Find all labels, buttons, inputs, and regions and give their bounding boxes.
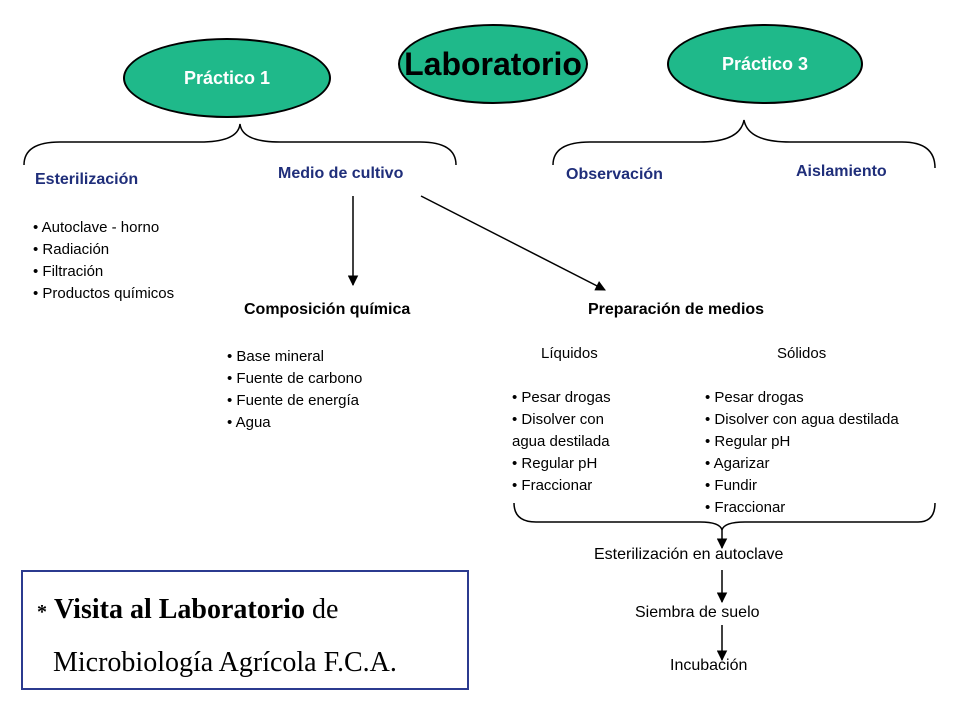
brace-practico-3: [552, 119, 936, 169]
list-item: Agua: [227, 412, 362, 434]
visit-note-star: *: [37, 601, 47, 623]
branch-aislamiento: Aislamiento: [796, 163, 887, 180]
visit-note-box: * Visita al Laboratorio de Microbiología…: [21, 570, 469, 690]
list-item: Fraccionar: [705, 497, 899, 519]
list-item: Fuente de carbono: [227, 368, 362, 390]
flow-esterilizacion-autoclave: Esterilización en autoclave: [594, 546, 784, 563]
heading-solidos: Sólidos: [777, 345, 827, 362]
list-item: Autoclave - horno: [33, 217, 174, 239]
flow-siembra-suelo: Siembra de suelo: [635, 604, 760, 621]
heading-liquidos: Líquidos: [541, 345, 598, 362]
visit-note-line-1: * Visita al Laboratorio de: [37, 594, 338, 626]
list-item: Disolver con: [512, 409, 611, 431]
node-laboratorio: Laboratorio: [398, 24, 588, 104]
list-item: Regular pH: [512, 453, 611, 475]
visit-note-line-2: Microbiología Agrícola F.C.A.: [53, 647, 397, 678]
list-item: Disolver con agua destilada: [705, 409, 898, 431]
list-item: Fuente de energía: [227, 390, 362, 412]
node-practico-1: Práctico 1: [123, 38, 331, 118]
list-item: Regular pH: [705, 431, 899, 453]
flow-incubacion: Incubación: [670, 657, 748, 674]
list-item: Radiación: [33, 239, 174, 261]
list-item: Pesar drogas: [705, 387, 899, 409]
branch-observacion: Observación: [566, 166, 663, 183]
list-item: Filtración: [33, 261, 174, 283]
heading-composicion: Composición química: [244, 301, 411, 318]
list-item-continuation: agua destilada: [512, 433, 610, 450]
node-laboratorio-label: Laboratorio: [404, 45, 582, 82]
list-item: Fraccionar: [512, 475, 611, 497]
branch-esterilizacion: Esterilización: [35, 171, 139, 188]
list-item: Base mineral: [227, 346, 362, 368]
list-item: Pesar drogas: [512, 387, 610, 409]
arrow-medio-preparacion: [420, 195, 606, 291]
list-item: Fundir: [705, 475, 899, 497]
list-esterilizacion: Autoclave - horno Radiación Filtración P…: [33, 217, 175, 305]
node-practico-1-label: Práctico 1: [183, 67, 271, 88]
node-practico-3-label: Práctico 3: [721, 53, 809, 74]
branch-medio-cultivo: Medio de cultivo: [278, 165, 404, 182]
list-item: Productos químicos: [33, 283, 174, 305]
list-solidos: Pesar drogas Disolver con agua destilada…: [705, 387, 899, 519]
heading-preparacion: Preparación de medios: [588, 301, 765, 318]
list-liquidos: Pesar drogas Disolver con agua destilada…: [512, 387, 611, 497]
list-composicion: Base mineral Fuente de carbono Fuente de…: [227, 346, 363, 434]
brace-practico-1: [23, 123, 457, 166]
list-item: Agarizar: [705, 453, 899, 475]
node-practico-3: Práctico 3: [667, 24, 863, 104]
visit-note-bold: Visita al Laboratorio: [54, 594, 305, 625]
visit-note-rest: de: [311, 594, 339, 625]
